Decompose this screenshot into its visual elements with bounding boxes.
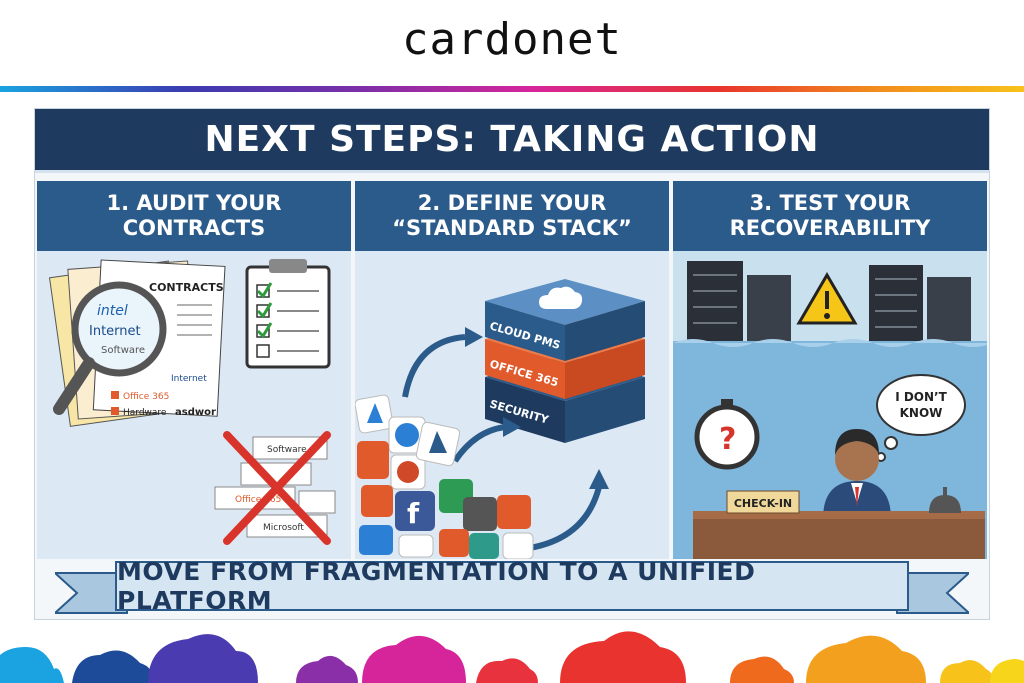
slide-title: NEXT STEPS: TAKING ACTION [35, 109, 989, 173]
bubble-text: KNOW [900, 406, 943, 420]
vendor-label: Internet [171, 374, 207, 384]
column-standard-stack: 2. DEFINE YOUR “STANDARD STACK” SECURITY… [355, 181, 669, 559]
magnifier-icon: intel Internet Software [53, 281, 167, 415]
desk-bell-icon [929, 487, 961, 513]
contracts-illustration: CONTRACTS Internet Office 365 Hardware a… [48, 259, 336, 545]
vendor-label: Internet [89, 324, 141, 339]
reception-desk [693, 515, 985, 559]
column-header-line1: 2. DEFINE YOUR [417, 191, 607, 215]
column-header-line1: 1. AUDIT YOUR [106, 191, 282, 215]
column-header: 1. AUDIT YOUR CONTRACTS [37, 181, 351, 251]
crossed-label: Microsoft [263, 523, 304, 533]
decorative-clouds [0, 631, 1024, 683]
checkin-sign [726, 490, 800, 514]
vendor-label: Office 365 [123, 392, 169, 402]
svg-text:f: f [407, 497, 420, 530]
vendor-label: Software [101, 345, 145, 356]
column-header-line1: 3. TEST YOUR [749, 191, 911, 215]
column-illustration: SECURITY OFFICE 365 CLOUD PMS [355, 251, 669, 559]
ribbon-banner: MOVE FROM FRAGMENTATION TO A UNIFIED PLA… [55, 557, 969, 617]
cloud-icon [539, 286, 583, 309]
column-header-line2: “STANDARD STACK” [392, 216, 632, 240]
stopwatch-icon: ? [694, 399, 760, 470]
column-illustration: ? I DON’T KNOW [673, 251, 987, 559]
receptionist-avatar [823, 429, 891, 519]
infographic-panel: NEXT STEPS: TAKING ACTION 1. AUDIT YOUR … [34, 108, 990, 620]
crossed-label: Software [267, 445, 307, 455]
column-illustration: CONTRACTS Internet Office 365 Hardware a… [37, 251, 351, 559]
vendor-label: Hardware [123, 408, 167, 418]
ribbon-text: MOVE FROM FRAGMENTATION TO A UNIFIED PLA… [115, 557, 909, 615]
vendor-label: asdwor [175, 407, 216, 418]
bubble-text: I DON’T [895, 390, 947, 404]
vendor-label: intel [97, 303, 128, 319]
checkin-sign-label: CHECK-IN [734, 497, 792, 510]
warning-icon [796, 272, 858, 325]
recoverability-illustration: ? I DON’T KNOW [673, 251, 987, 559]
rainbow-divider [0, 86, 1024, 92]
contracts-doc-title: CONTRACTS [149, 281, 224, 294]
column-header: 2. DEFINE YOUR “STANDARD STACK” [355, 181, 669, 251]
crossed-out-apps: Software Office 365 Microsoft [214, 431, 336, 545]
brand-logo: cardonet [402, 14, 622, 65]
clipboard-checklist-icon [245, 259, 331, 369]
scattered-app-icons: f [355, 394, 534, 559]
stack-layers: SECURITY OFFICE 365 CLOUD PMS [485, 279, 645, 443]
svg-text:?: ? [719, 422, 736, 457]
thought-bubble: I DON’T KNOW [876, 374, 966, 462]
column-audit-contracts: 1. AUDIT YOUR CONTRACTS CONTRACTS Intern… [37, 181, 351, 559]
arrow-icons [402, 334, 602, 552]
column-recoverability: 3. TEST YOUR RECOVERABILITY [673, 181, 987, 559]
crossed-label: Office 365 [235, 495, 281, 505]
standard-stack-illustration: SECURITY OFFICE 365 CLOUD PMS [355, 279, 645, 559]
column-header: 3. TEST YOUR RECOVERABILITY [673, 181, 987, 251]
column-header-line2: RECOVERABILITY [729, 216, 931, 240]
column-header-line2: CONTRACTS [122, 216, 266, 240]
